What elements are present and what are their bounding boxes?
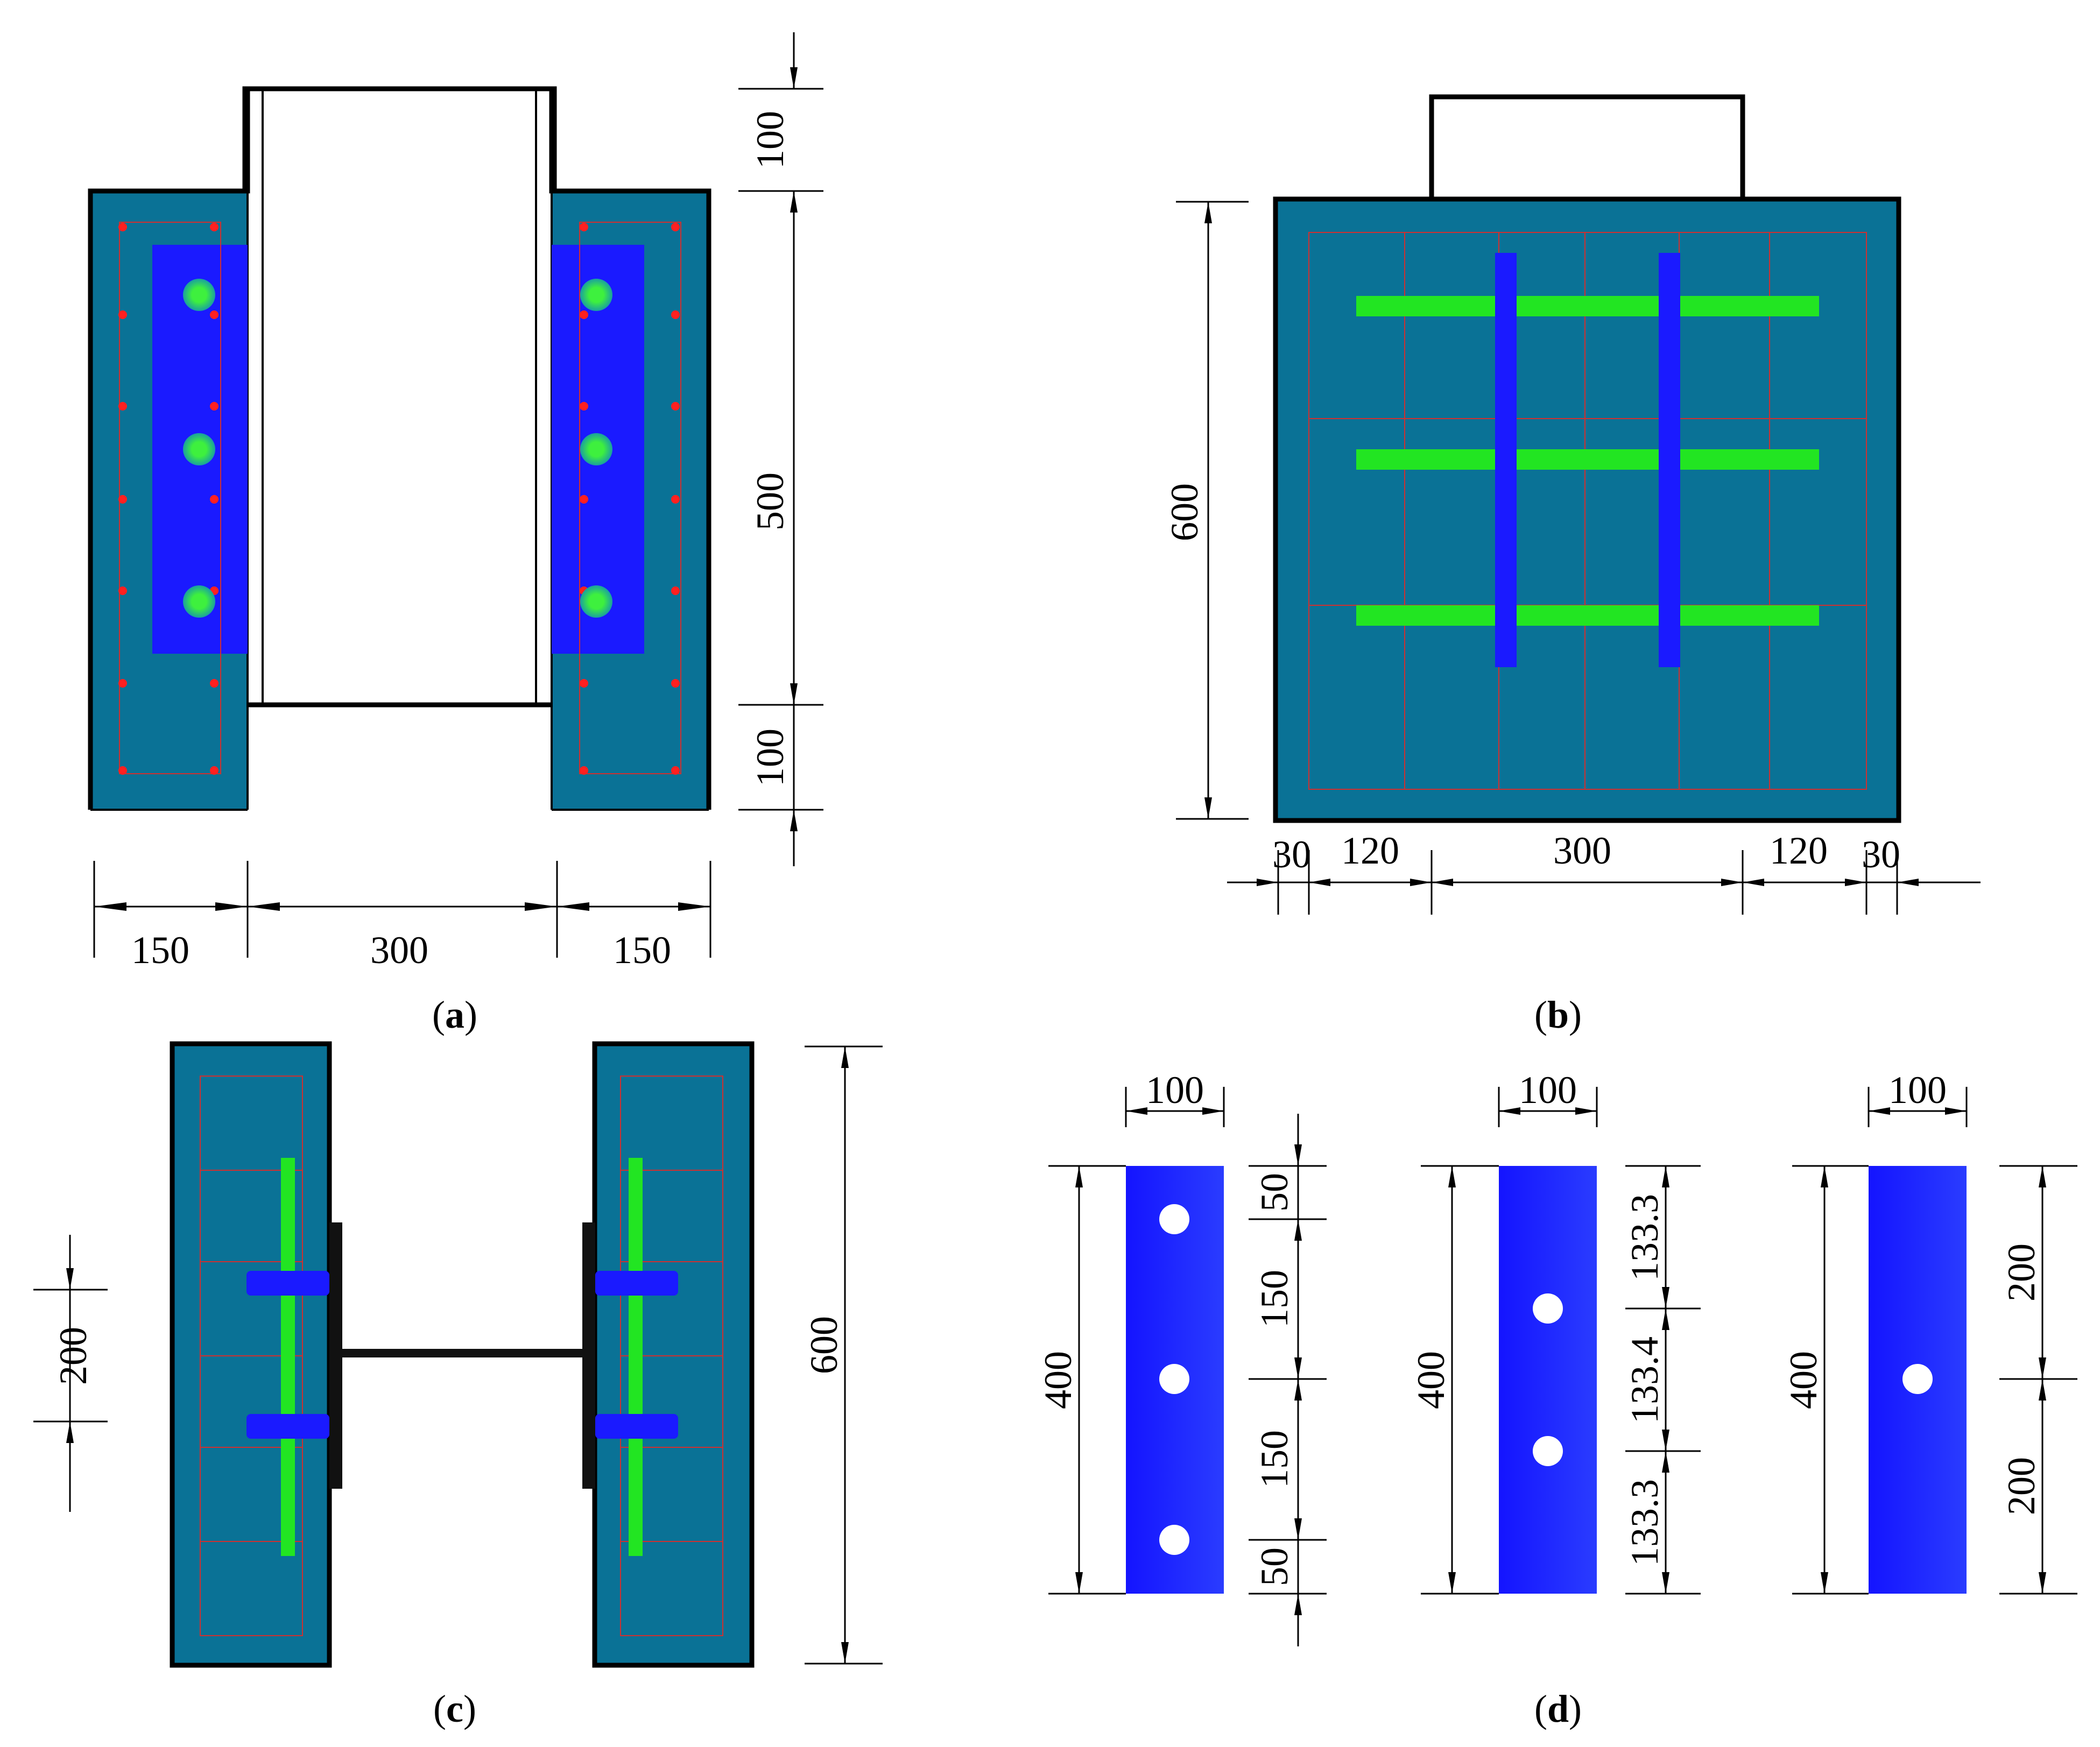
dim-b-height: 600: [1163, 483, 1206, 541]
dim-d3-seg2: 200: [2000, 1457, 2043, 1515]
bolt-hole: [1902, 1364, 1933, 1394]
studs-c: [281, 1158, 643, 1556]
panel-b: 600 30 120 300 120 30 (b): [1163, 94, 1981, 1036]
rebar-nodes-a: [118, 223, 680, 775]
dim-d2-seg2: 133.4: [1623, 1336, 1666, 1424]
steel-plate-d1: 100 400 50 150 150 50: [1037, 1069, 1327, 1646]
caption-c: (c): [433, 1687, 476, 1730]
bolt-hole: [1533, 1436, 1563, 1466]
dim-d2-height: 400: [1410, 1351, 1453, 1409]
dim-a-right: 150: [613, 929, 671, 972]
dim-a-left: 150: [131, 929, 189, 972]
dims-b-horizontal: 30 120 300 120 30: [1227, 829, 1981, 915]
steel-plates-b: [1495, 253, 1680, 667]
dim-b-w3: 300: [1553, 829, 1611, 872]
dims-b-vertical: 600: [1163, 201, 1249, 820]
caption-a: (a): [432, 993, 477, 1036]
dim-a-middle: 500: [749, 472, 792, 531]
concrete-slab-b: [1275, 199, 1899, 821]
dim-d1-seg2: 150: [1253, 1270, 1296, 1328]
concrete-block-c-left: [172, 1044, 329, 1665]
studs-b: [1356, 296, 1819, 626]
dim-c-height: 600: [802, 1316, 845, 1374]
panel-c: 200 600 (c): [33, 1041, 883, 1730]
bolt-hole: [1533, 1293, 1563, 1324]
bolt-hole: [1159, 1525, 1189, 1555]
bolt-hole: [1159, 1204, 1189, 1234]
steel-column-b: [1429, 94, 1745, 202]
dims-a-vertical: 100 500 100: [738, 32, 823, 866]
dim-d3-height: 400: [1782, 1351, 1825, 1409]
steel-column: [242, 86, 557, 708]
steel-plates-c: [246, 1271, 678, 1439]
dim-d3-width: 100: [1888, 1069, 1947, 1112]
dim-a-bottom: 100: [749, 728, 792, 787]
steel-beam-c: [329, 1222, 595, 1489]
concrete-block-c-right: [595, 1044, 752, 1665]
dim-d1-seg1: 50: [1253, 1173, 1296, 1212]
dim-d2-width: 100: [1519, 1069, 1577, 1112]
steel-plate-d2: 100 400 133.3 133.4 133.3: [1410, 1069, 1701, 1595]
dim-a-top: 100: [749, 111, 792, 169]
steel-plate-d3: 100 400 200 200: [1782, 1069, 2077, 1595]
dim-d2-seg1: 133.3: [1623, 1194, 1666, 1281]
caption-b: (b): [1534, 993, 1582, 1036]
dim-d1-seg3: 150: [1253, 1430, 1296, 1488]
dim-b-w2: 120: [1341, 829, 1399, 872]
dim-b-w1: 30: [1272, 833, 1311, 876]
bolt-hole: [1159, 1364, 1189, 1394]
dim-d1-height: 400: [1037, 1351, 1080, 1409]
dim-d1-seg4: 50: [1253, 1547, 1296, 1586]
panel-a: 100 500 100 150 300 150 (a): [88, 32, 823, 1036]
dims-a-horizontal: 150 300 150: [93, 861, 711, 972]
dim-b-w4: 120: [1770, 829, 1828, 872]
dim-b-w5: 30: [1862, 833, 1900, 876]
dim-c-spacing: 200: [52, 1327, 95, 1385]
dim-d3-seg1: 200: [2000, 1243, 2043, 1302]
dim-d2-seg3: 133.3: [1623, 1479, 1666, 1566]
dims-c-height: 600: [802, 1045, 883, 1665]
studs-a: [183, 279, 612, 618]
dim-a-center: 300: [370, 929, 428, 972]
dims-c-spacing: 200: [33, 1235, 108, 1512]
dim-d1-width: 100: [1146, 1069, 1204, 1112]
caption-d: (d): [1534, 1687, 1582, 1730]
panel-d: 100 400 50 150 150 50: [1037, 1069, 2077, 1730]
